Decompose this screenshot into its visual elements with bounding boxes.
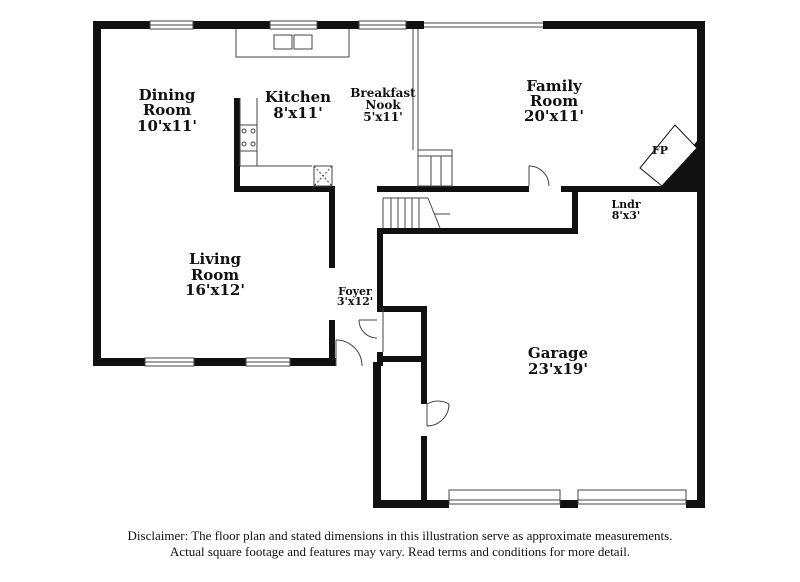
- kitchen-dims: 8'x11': [273, 104, 322, 122]
- wall-south-living-2: [194, 358, 246, 366]
- wall-garage-south-2: [560, 500, 578, 508]
- laundry-dims: 8'x3': [612, 209, 641, 222]
- wall-closet-east: [421, 306, 427, 404]
- wall-north-kitchen: [317, 21, 359, 29]
- garage-name: Garage: [528, 344, 588, 362]
- wall-closet-mid: [377, 356, 427, 362]
- foyer-dims: 3'x12': [337, 295, 373, 308]
- wall-kitchen-south: [234, 186, 335, 192]
- fridge: [313, 165, 333, 187]
- garage-door-1: [448, 489, 561, 505]
- stairs-upper: [417, 149, 453, 187]
- garage-door-2: [577, 489, 687, 505]
- living-dims: 16'x12': [185, 281, 245, 299]
- nook-name-1: Breakfast: [350, 86, 416, 100]
- wall-stair-south: [377, 228, 578, 234]
- wall-south-living: [93, 358, 145, 366]
- door-closet: [426, 400, 450, 427]
- wall-laundry-west: [572, 186, 578, 234]
- door-laundry: [528, 165, 550, 187]
- dining-name-2: Room: [143, 101, 191, 119]
- wall-family-south-2: [451, 186, 529, 192]
- wall-north-nook: [406, 21, 424, 29]
- foyer-name: Foyer: [338, 285, 372, 298]
- fixtures: [144, 20, 698, 505]
- fireplace-label: FP: [652, 144, 668, 157]
- wall-family-south-3: [561, 186, 705, 192]
- wall-kitchen-west: [234, 98, 240, 192]
- wall-north-dining-2: [193, 21, 270, 29]
- dining-dims: 10'x11': [137, 117, 197, 135]
- garage-dims: 23'x19': [528, 360, 588, 378]
- laundry-name: Lndr: [611, 198, 640, 211]
- room-labels: Dining Room 10'x11' Kitchen 8'x11' Break…: [137, 77, 668, 378]
- family-name-1: Family: [526, 77, 583, 95]
- nook-dims: 5'x11': [363, 110, 403, 124]
- family-name-2: Room: [530, 92, 578, 110]
- wall-closet-west: [373, 362, 381, 508]
- living-name-1: Living: [189, 250, 242, 268]
- kitchen-name: Kitchen: [265, 88, 331, 106]
- fireplace: [639, 124, 698, 187]
- wall-garage-south-1: [373, 500, 449, 508]
- wall-foyer-east: [377, 228, 383, 308]
- disclaimer-line-2: Actual square footage and features may v…: [169, 544, 631, 559]
- door-foyer-closet: [358, 319, 378, 339]
- kitchen-sink: [273, 34, 293, 50]
- stairs-lower: [382, 197, 450, 229]
- kitchen-counter-l: [239, 98, 312, 167]
- wall-west: [93, 21, 101, 366]
- disclaimer-line-1: Disclaimer: The floor plan and stated di…: [127, 528, 673, 543]
- wall-pantry-east: [329, 186, 335, 268]
- wall-closet-east-lower: [421, 436, 427, 508]
- dining-name-1: Dining: [139, 86, 196, 104]
- family-dims: 20'x11': [524, 107, 584, 125]
- wall-family-south-1: [377, 186, 451, 192]
- wall-north-family: [543, 21, 705, 29]
- wall-north-dining: [93, 21, 150, 29]
- nook-name-2: Nook: [365, 98, 401, 112]
- wall-garage-east: [697, 186, 705, 508]
- door-front: [335, 339, 363, 367]
- living-name-2: Room: [191, 266, 239, 284]
- wall-south-living-3: [290, 358, 336, 366]
- wall-garage-south-3: [686, 500, 705, 508]
- stove: [239, 124, 258, 152]
- wall-closet-top: [377, 306, 427, 312]
- wall-east-family: [697, 21, 705, 141]
- wall-living-east-lower: [329, 320, 335, 366]
- kitchen-counter: [235, 29, 350, 58]
